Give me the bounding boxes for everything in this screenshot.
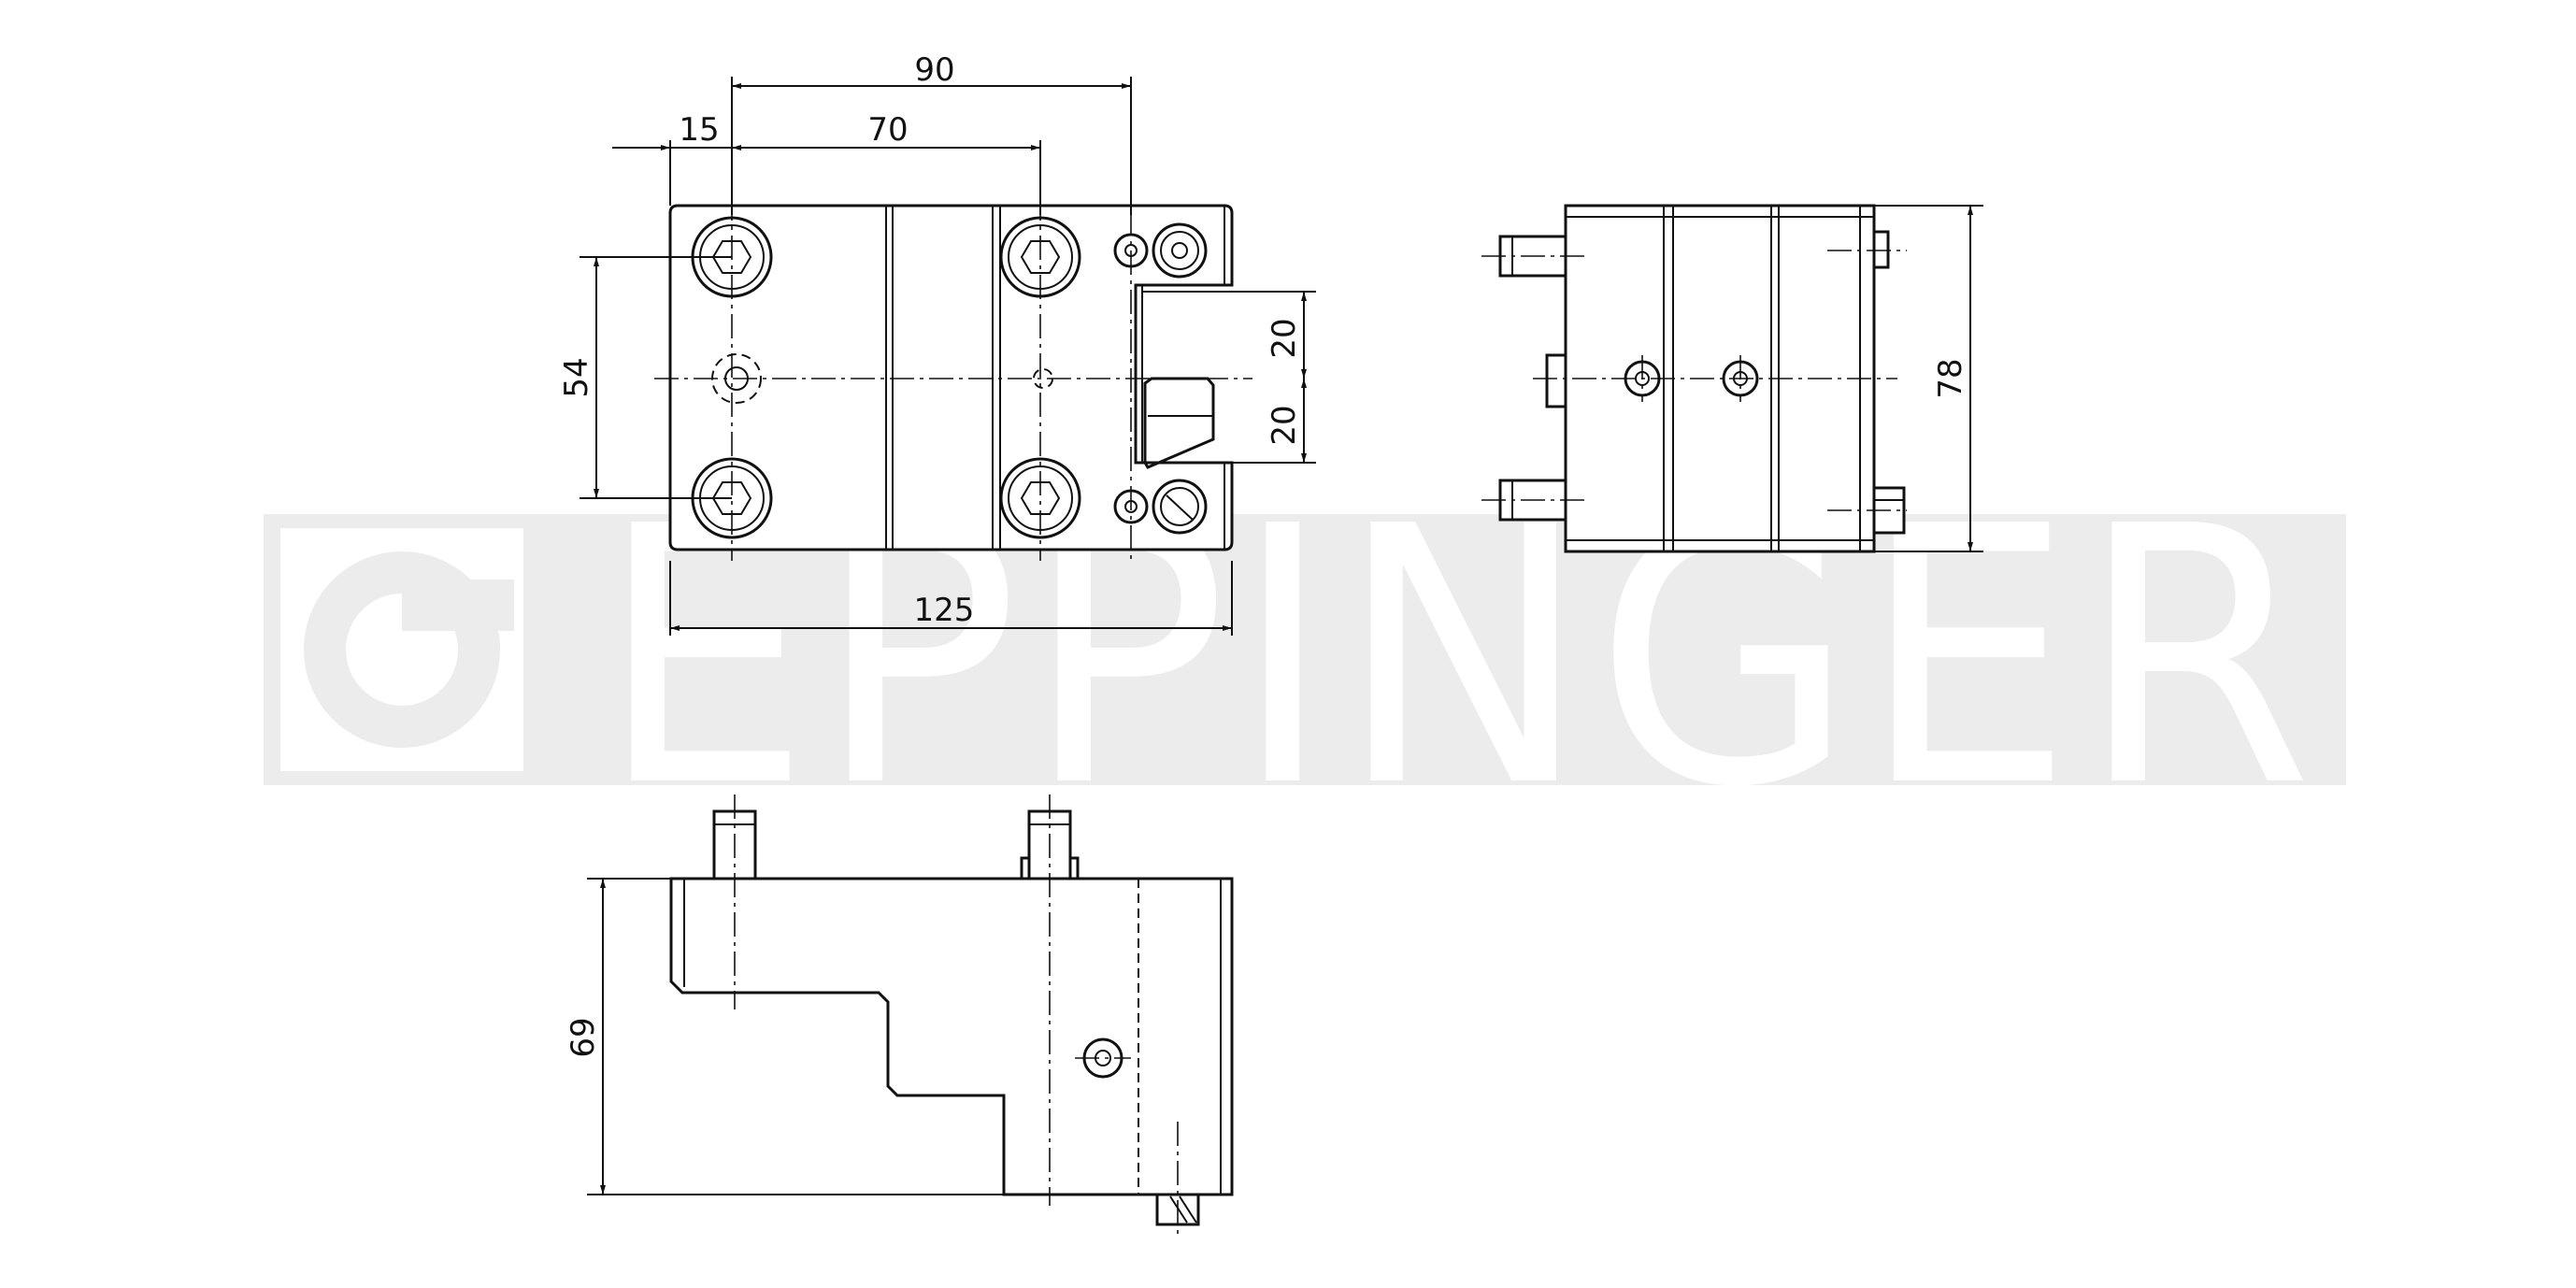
watermark-logo-icon	[280, 528, 523, 771]
dim-20-upper: 20	[1266, 318, 1303, 358]
watermark-band	[264, 514, 2346, 785]
side-view: 78	[1481, 204, 1983, 553]
dim-125: 125	[914, 592, 975, 629]
front-view-outline	[669, 877, 1234, 1196]
dim-69: 69	[565, 1017, 602, 1057]
side-key	[1545, 353, 1567, 408]
front-view: 69	[565, 794, 1234, 1234]
dim-20-lower: 20	[1266, 405, 1303, 445]
watermark: EPPINGER	[264, 451, 2346, 865]
dim-78: 78	[1932, 358, 1969, 398]
clamp-wedge	[1143, 377, 1215, 469]
coolant-screw-bottom	[1152, 479, 1208, 535]
dim-15: 15	[679, 111, 719, 149]
top-dimensions: 90 15 70 54 20 20 125	[558, 51, 1316, 636]
dim-70: 70	[867, 111, 908, 149]
coolant-screw-top	[1152, 222, 1208, 279]
top-view-outline	[668, 204, 1234, 551]
dim-90: 90	[914, 51, 954, 89]
top-view	[654, 93, 1252, 561]
side-nub-top	[1872, 230, 1890, 269]
dim-54: 54	[558, 357, 595, 397]
